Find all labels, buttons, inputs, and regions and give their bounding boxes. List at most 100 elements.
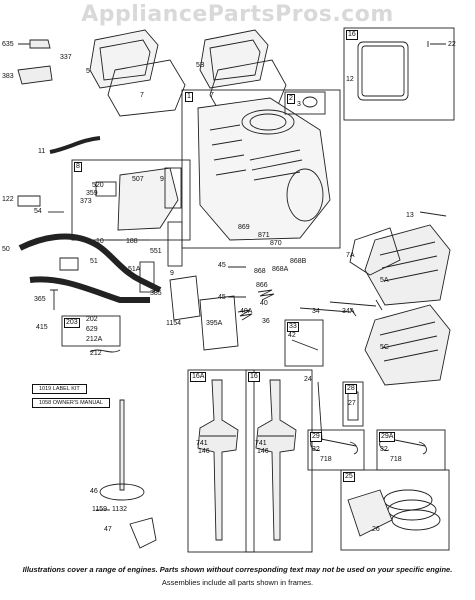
callout-868a: 868A [272,266,289,273]
bolt-365 [50,289,58,310]
callout-551: 551 [150,248,162,255]
label-kit-box: 1019 LABEL KIT [32,384,87,394]
callout-51: 51 [90,258,98,265]
gasket-51a [139,261,155,293]
callout-24: 24 [304,376,312,383]
frame-label-203: 203 [64,318,80,328]
callout-1154: 1154 [166,320,182,327]
callout-7a: 7A [346,252,355,259]
callout-415: 415 [36,324,48,331]
gasket-51 [59,257,79,271]
callout-635: 635 [2,41,14,48]
dipstick-tube-24 [317,381,323,441]
frame-label-28: 28 [345,384,357,394]
valve-cover-left [89,29,159,89]
callout-1159: 1159 [92,506,108,513]
callout-45b: 45 [218,294,226,301]
callout-32b: 32 [380,446,388,453]
breather-assembly [117,167,179,231]
callout-869: 869 [238,224,250,231]
callout-7b: 7 [210,92,214,99]
callout-22: 22 [448,41,456,48]
callout-42: 42 [288,332,296,339]
frame-29-box [307,429,365,471]
callout-45: 45 [218,262,226,269]
callout-383: 383 [2,73,14,80]
frame-label-16: 16 [346,30,358,40]
frame-16b-box [245,369,313,553]
gasket-16 [357,41,409,101]
callout-146b: 146 [257,448,269,455]
piston-26 [347,489,393,537]
callout-13: 13 [406,212,414,219]
callout-7: 7 [140,92,144,99]
spring-866 [257,289,275,301]
callout-395a: 395A [206,320,223,327]
callout-50: 50 [2,246,10,253]
valve-cover-gasket-left [107,59,186,117]
callout-373: 373 [80,198,92,205]
callout-34a: 34A [342,308,355,315]
hose-212 [89,349,121,353]
callout-46: 46 [90,488,98,495]
frame-label-25: 25 [343,472,355,482]
cylinder-head-5a [364,224,451,306]
frame-label-33: 33 [287,322,299,332]
governor-47 [129,517,157,549]
callout-122: 122 [2,196,14,203]
frame-8-box [71,159,191,241]
grommet-122 [17,195,41,207]
callout-36: 36 [262,318,270,325]
callout-337: 337 [60,54,72,61]
callout-212: 212 [90,350,102,357]
frame-203-box [61,315,121,347]
hose-11 [49,136,101,154]
callout-868: 868 [254,268,266,275]
callout-3: 3 [297,101,301,108]
callout-5c: 5C [380,344,389,351]
crankshaft-16b [255,379,297,541]
frame-28-box [342,381,364,427]
callout-212a: 212A [86,336,103,343]
callout-5a: 5A [380,277,389,284]
valve-42 [291,339,319,351]
frame-16-box [343,27,455,121]
frame-33-box [284,319,324,367]
callout-40: 40 [260,300,268,307]
callout-9b: 9 [170,270,174,277]
callout-54: 54 [34,208,42,215]
frame-1-box [181,89,341,249]
callout-51a: 51A [128,266,141,273]
callout-520: 520 [92,182,104,189]
watermark: AppliancePartsPros.com [81,2,394,27]
owners-manual-box: 1058 OWNER'S MANUAL [32,398,111,408]
frame-label-29a: 29A [379,432,396,442]
frame-label-29: 29 [310,432,322,442]
callout-202: 202 [86,316,98,323]
callout-146a: 146 [198,448,210,455]
callout-871: 871 [258,232,270,239]
callout-26: 26 [372,526,380,533]
crankshaft-16a [197,379,239,541]
callout-718a: 718 [320,456,332,463]
frame-2-box [284,91,326,115]
callout-868b: 868B [290,258,307,265]
callout-9: 9 [160,176,164,183]
callout-718b: 718 [390,456,402,463]
bolt-13 [419,211,447,217]
callout-12: 12 [346,76,354,83]
frame-25-box [340,469,450,551]
callout-10: 10 [96,238,104,245]
bolt-22 [427,41,446,47]
callout-741b: 741 [255,440,267,447]
callout-507: 507 [132,176,144,183]
callout-385: 385 [150,290,162,297]
footer-disclaimer: Illustrations cover a range of engines. … [22,565,453,574]
frame-label-16b: 16 [248,372,260,382]
cylinder-bore [286,168,324,222]
camshaft-46 [119,399,125,491]
callout-629: 629 [86,326,98,333]
valve-cover-right [199,29,269,89]
callout-5: 5 [86,68,90,75]
callout-32a: 32 [312,446,320,453]
